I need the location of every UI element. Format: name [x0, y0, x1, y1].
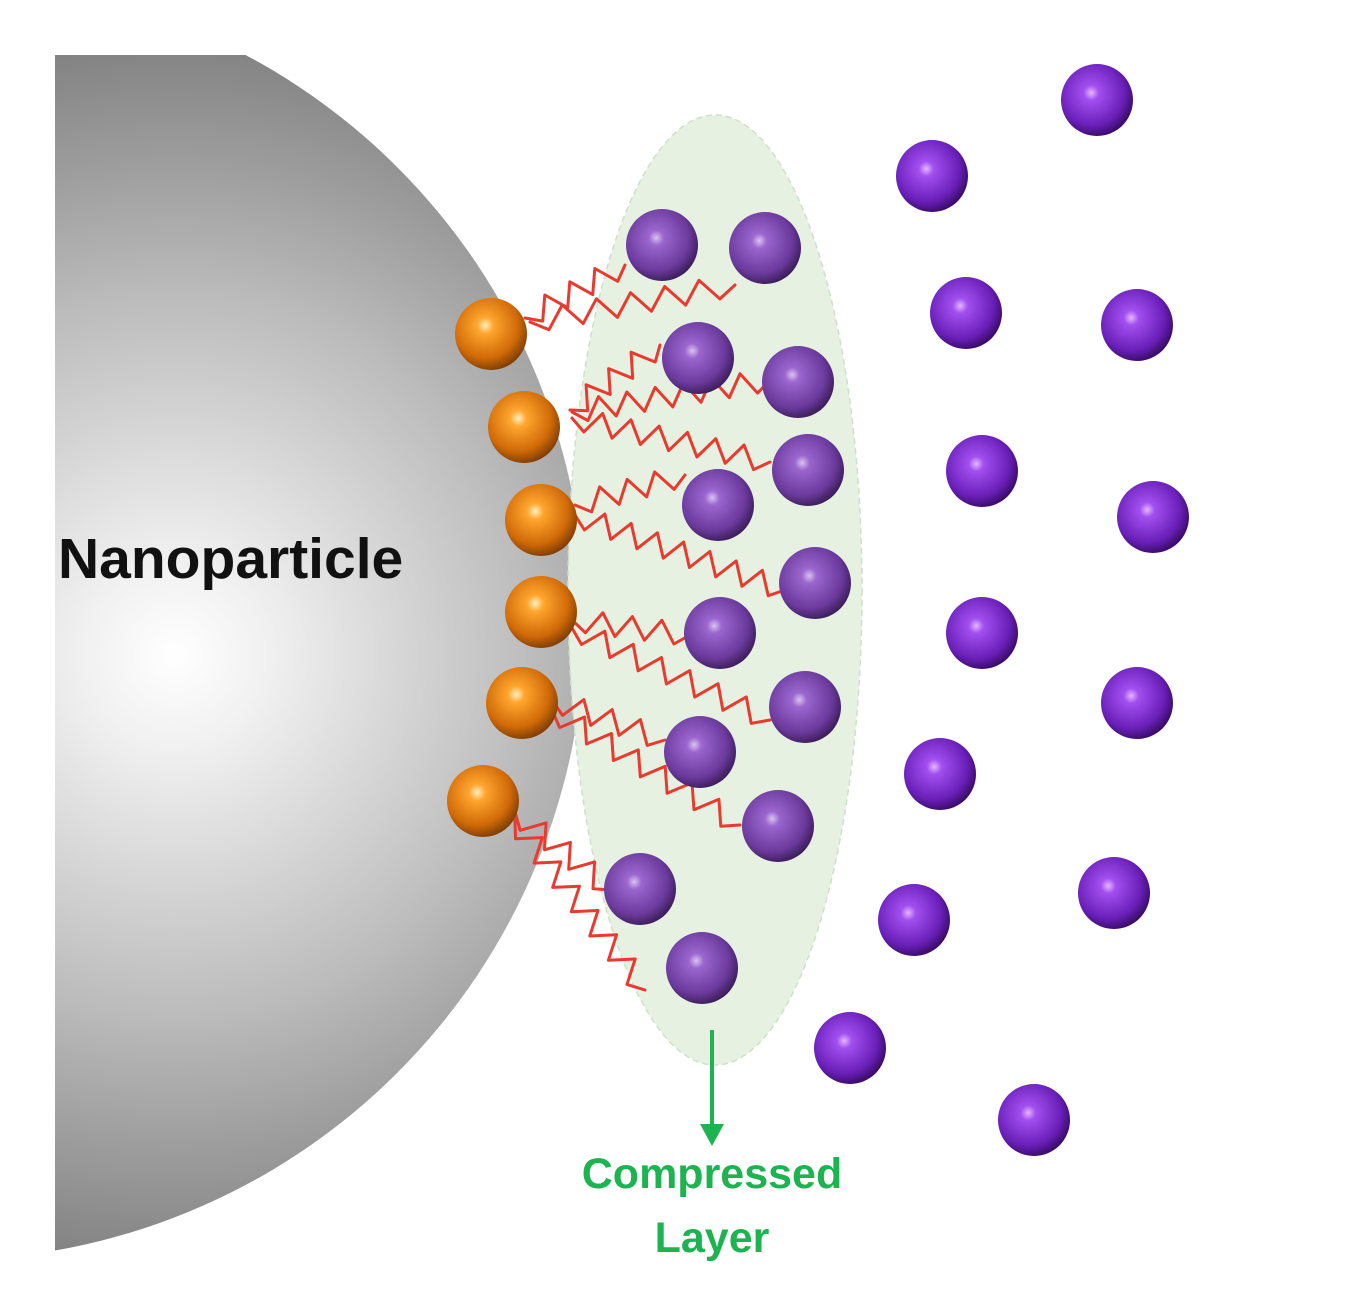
ligand-anchor-sphere	[505, 576, 577, 648]
ion-sphere-compressed	[664, 716, 736, 788]
ligand-chains	[513, 263, 787, 992]
ligand-chain	[573, 470, 687, 514]
ion-sphere-compressed	[742, 790, 814, 862]
ligand-anchor-spheres	[447, 298, 577, 837]
ion-sphere-compressed	[604, 853, 676, 925]
ion-sphere-free	[814, 1012, 886, 1084]
ion-sphere-compressed	[684, 597, 756, 669]
ion-spheres	[604, 64, 1189, 1156]
ion-sphere-free	[904, 738, 976, 810]
ligand-chain	[570, 626, 772, 725]
ion-sphere-compressed	[682, 469, 754, 541]
ion-sphere-compressed	[762, 346, 834, 418]
ligand-chain	[568, 343, 662, 413]
ligand-chain	[528, 278, 737, 332]
ligand-anchor-sphere	[455, 298, 527, 370]
ligand-chain	[550, 708, 742, 828]
ligand-chain	[570, 372, 772, 423]
ion-sphere-compressed	[779, 547, 851, 619]
ion-sphere-compressed	[662, 322, 734, 394]
ligand-anchor-sphere	[447, 765, 519, 837]
ion-sphere-compressed	[772, 434, 844, 506]
ion-sphere-free	[1101, 667, 1173, 739]
ligand-chain	[573, 512, 787, 598]
ion-sphere-free	[896, 140, 968, 212]
ligand-chain	[550, 698, 667, 747]
ion-sphere-free	[1101, 289, 1173, 361]
ion-sphere-free	[998, 1084, 1070, 1156]
nanoparticle-label: Nanoparticle	[58, 527, 403, 591]
ion-sphere-compressed	[666, 932, 738, 1004]
ion-sphere-free	[930, 277, 1002, 349]
ion-sphere-compressed	[769, 671, 841, 743]
ligand-anchor-sphere	[486, 667, 558, 739]
ion-sphere-compressed	[626, 209, 698, 281]
ion-sphere-free	[946, 435, 1018, 507]
ligand-chain	[523, 263, 627, 323]
ion-sphere-compressed	[729, 212, 801, 284]
ligand-chain	[513, 810, 614, 892]
nanoparticle-sphere	[55, 55, 585, 1251]
ligand-anchor-sphere	[488, 391, 560, 463]
ligand-chain	[513, 818, 647, 992]
ligand-chain	[570, 611, 692, 646]
compressed-layer-label-line1: Compressed	[582, 1150, 842, 1198]
arrow-down-icon	[700, 1030, 724, 1146]
ion-sphere-free	[1117, 481, 1189, 553]
ion-sphere-free	[1078, 857, 1150, 929]
ion-sphere-free	[878, 884, 950, 956]
ion-sphere-free	[1061, 64, 1133, 136]
ligand-anchor-sphere	[505, 484, 577, 556]
ion-sphere-free	[946, 597, 1018, 669]
ligand-chain	[570, 412, 772, 472]
compressed-layer-label-line2: Layer	[655, 1214, 770, 1262]
